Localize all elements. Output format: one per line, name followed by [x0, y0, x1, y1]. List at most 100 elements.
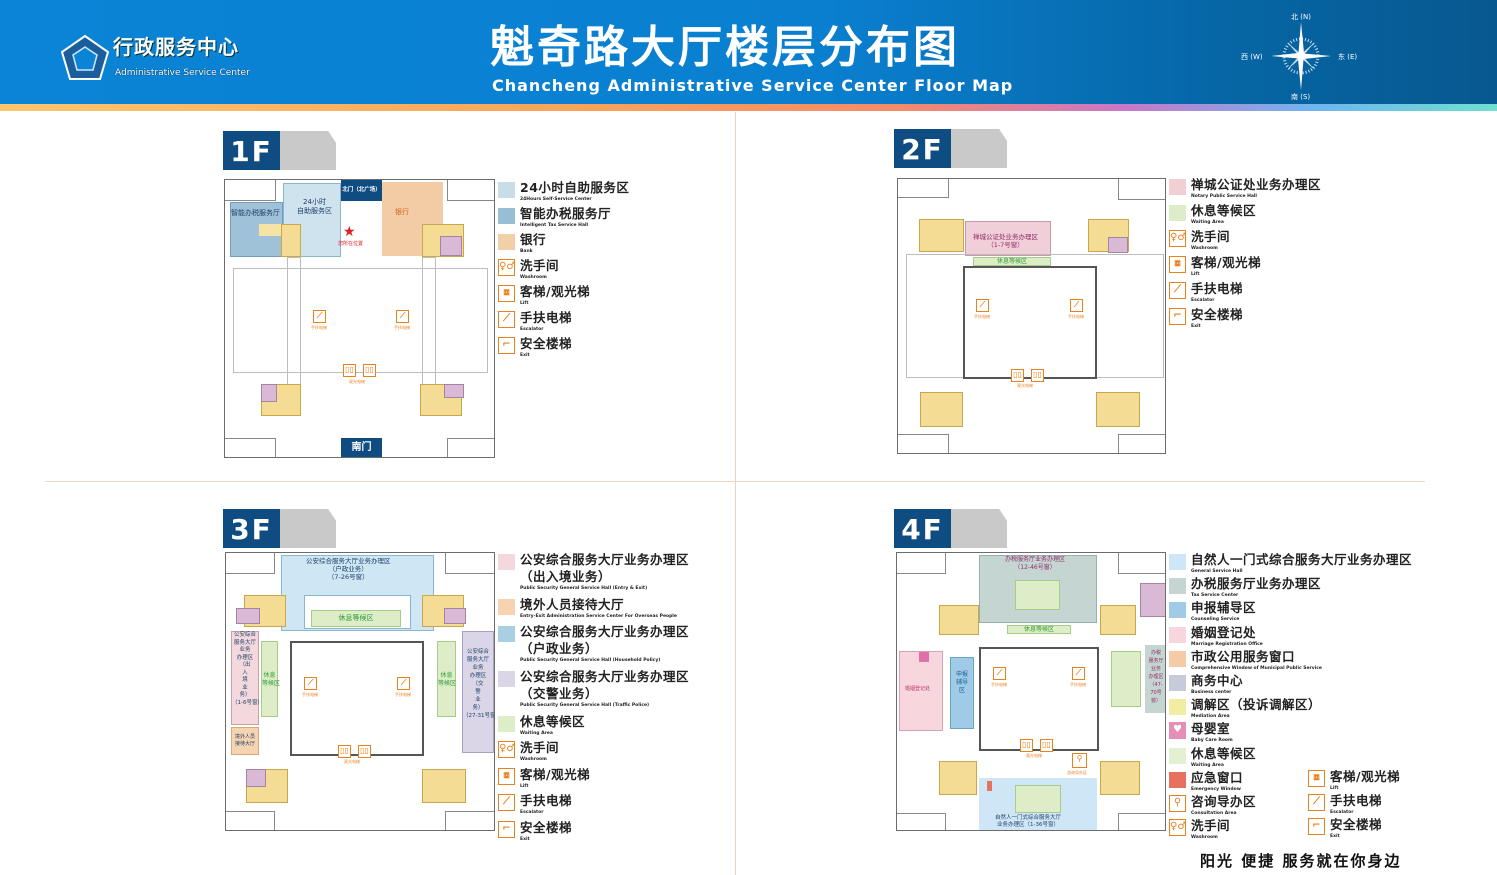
- legend-label-en: Consultation Area: [1191, 811, 1237, 816]
- legend-label-en: Waiting Area: [1191, 762, 1224, 768]
- tab-decoration: [280, 509, 336, 548]
- legend-label: 咨询导办区: [1191, 794, 1257, 809]
- legend-label: 境外人员接待大厅: [520, 597, 625, 612]
- escalator-icon: ⟋: [976, 299, 989, 312]
- horizontal-divider: [45, 481, 1425, 482]
- floor-map-1f: 智能办税服务厅 24小时 自助服务区 银行 北门（北广场） ★ 您所在位置 ⟋ …: [224, 179, 495, 458]
- notary-area[interactable]: [965, 221, 1051, 256]
- lift-icon: ▯▯: [1011, 369, 1024, 382]
- legend-label: 客梯/观光梯: [1330, 769, 1401, 784]
- wall-block: [225, 180, 276, 201]
- legend-label-en: Public Security General Service Hall (Ho…: [520, 657, 661, 663]
- legend-swatch: [1169, 626, 1186, 643]
- legend-label-en: General Service Hall: [1191, 569, 1243, 574]
- legend-label: 客梯/观光梯: [1191, 255, 1262, 270]
- washroom-icon: ♀♂: [1169, 819, 1186, 837]
- legend-swatch: [1169, 650, 1186, 667]
- escalator-icon: ⟋: [313, 310, 326, 323]
- wall-block: [225, 438, 276, 457]
- floor-label: 4F: [894, 509, 951, 548]
- compass-east: 东 (E): [1338, 53, 1358, 61]
- wall-block: [445, 811, 494, 830]
- floor-map-4f: 办税服务厅业务办理区 （12-46号窗） 休息等候区 办税 服务厅 业务 办理区…: [896, 552, 1166, 831]
- tab-decoration: [951, 509, 1007, 548]
- exit-stairs-icon: ⌐: [498, 820, 515, 838]
- waiting-area[interactable]: 休息等候区: [973, 257, 1051, 266]
- legend-label: 客梯/观光梯: [520, 766, 591, 782]
- you-are-here-label: 您所在位置: [338, 241, 364, 247]
- entry-exit-area[interactable]: [231, 631, 259, 725]
- lift-label: 观光电梯: [1026, 753, 1042, 758]
- waiting-area-right[interactable]: [1111, 651, 1141, 707]
- lift-label: 观光电梯: [1017, 383, 1033, 388]
- legend-label-en: 24Hours Self-Service Center: [520, 197, 592, 202]
- washroom-block: [236, 608, 260, 624]
- washroom-icon: ♀♂: [498, 259, 515, 276]
- north-gate[interactable]: 北门（北广场）: [341, 180, 382, 201]
- escalator-icon: ⟋: [304, 677, 317, 690]
- waiting-area[interactable]: 休息等候区: [311, 610, 401, 627]
- notary-label: 禅城公证处业务办理区 （1-7号窗）: [973, 233, 1038, 249]
- exit-stairs-icon: ⌐: [1169, 308, 1186, 325]
- waiting-area[interactable]: 休息等候区: [1007, 625, 1071, 634]
- legend-swatch: [498, 208, 515, 224]
- washroom-block: [444, 384, 464, 398]
- compass-rose: 北 (N) 南 (S) 东 (E) 西 (W): [1236, 8, 1366, 104]
- washroom-block: [440, 236, 462, 256]
- self-service-label: 24小时 自助服务区: [297, 198, 332, 215]
- legend-label: 公安综合服务大厅业务办理区 （户政业务）: [520, 623, 690, 656]
- legend-swatch: [1169, 578, 1186, 595]
- stairwell: [939, 605, 979, 635]
- wall-block: [1118, 813, 1165, 830]
- traffic-label: 公安综合 服务大厅 业务 办理区 （交 警 业 务） （27-31号窗）: [463, 649, 495, 719]
- stairwell: [920, 392, 963, 427]
- legend-label: 休息等候区: [1191, 203, 1257, 218]
- traffic-area[interactable]: [462, 631, 494, 753]
- legend-label-en: Lift: [1191, 272, 1200, 277]
- page-title: 魁奇路大厅楼层分布图: [490, 22, 960, 73]
- compass-west: 西 (W): [1241, 53, 1263, 61]
- legend-label-en: Lift: [520, 783, 529, 789]
- wall-block: [445, 553, 494, 574]
- legend-label: 禅城公证处业务办理区: [1191, 177, 1322, 192]
- legend-label-en: Escalator: [520, 810, 544, 815]
- waiting-area-bottom[interactable]: [1015, 785, 1061, 813]
- legend-label: 婚姻登记处: [1191, 624, 1257, 640]
- legend-label-en: Exit: [520, 353, 530, 358]
- waiting-area-left[interactable]: 休息 等候区: [261, 641, 280, 717]
- waiting-area-right[interactable]: 休息 等候区: [437, 641, 456, 717]
- wall-block: [226, 553, 275, 574]
- legend-label-en: Waiting Area: [520, 730, 553, 736]
- legend-swatch: [498, 234, 515, 250]
- legend-label-en: Marriage Registration Office: [1191, 641, 1263, 647]
- floor-tab-3f: 3F: [223, 509, 336, 548]
- waiting-area-top[interactable]: [1015, 580, 1060, 610]
- escalator-icon: ⟋: [397, 677, 410, 690]
- legend-swatch: [498, 554, 515, 570]
- floor-label: 1F: [223, 131, 280, 170]
- south-gate[interactable]: 南门: [341, 438, 382, 457]
- escalator-icon: ⟋: [1072, 667, 1085, 680]
- counseling-label: 申报辅导区: [955, 671, 968, 694]
- tax-side-label: 办税 服务厅 业务 办理区 （47- 70号 窗）: [1148, 650, 1164, 704]
- legend-swatch: [1169, 771, 1186, 788]
- legend-label: 手扶电梯: [520, 310, 573, 325]
- legend-label: 手扶电梯: [1330, 793, 1383, 808]
- counseling-area[interactable]: [950, 657, 974, 729]
- legend-label-en: Counseling Service: [1191, 617, 1240, 623]
- stairwell: [939, 761, 977, 795]
- washroom-icon: ♀♂: [498, 741, 515, 758]
- escalator-label: 手扶电梯: [991, 682, 1007, 687]
- legend-label: 安全楼梯: [1191, 307, 1244, 322]
- stairwell: [422, 769, 466, 803]
- legend-label-en: Baby Care Room: [1191, 738, 1233, 744]
- exit-stairs-icon: ⌐: [498, 337, 515, 354]
- legend-label-en: Lift: [520, 301, 529, 306]
- overseas-area[interactable]: [231, 727, 259, 755]
- exit-stairs-icon: ⌐: [1308, 818, 1325, 835]
- floor-map-2f: 禅城公证处业务办理区 （1-7号窗） 休息等候区 ⟋ ⟋ 手扶电梯 手扶电梯 ▯…: [897, 178, 1166, 454]
- legend-label-en: Washroom: [1191, 246, 1218, 251]
- legend-label: 手扶电梯: [1191, 281, 1244, 296]
- tax-side-area[interactable]: [1145, 645, 1165, 713]
- marriage-area[interactable]: [899, 651, 943, 731]
